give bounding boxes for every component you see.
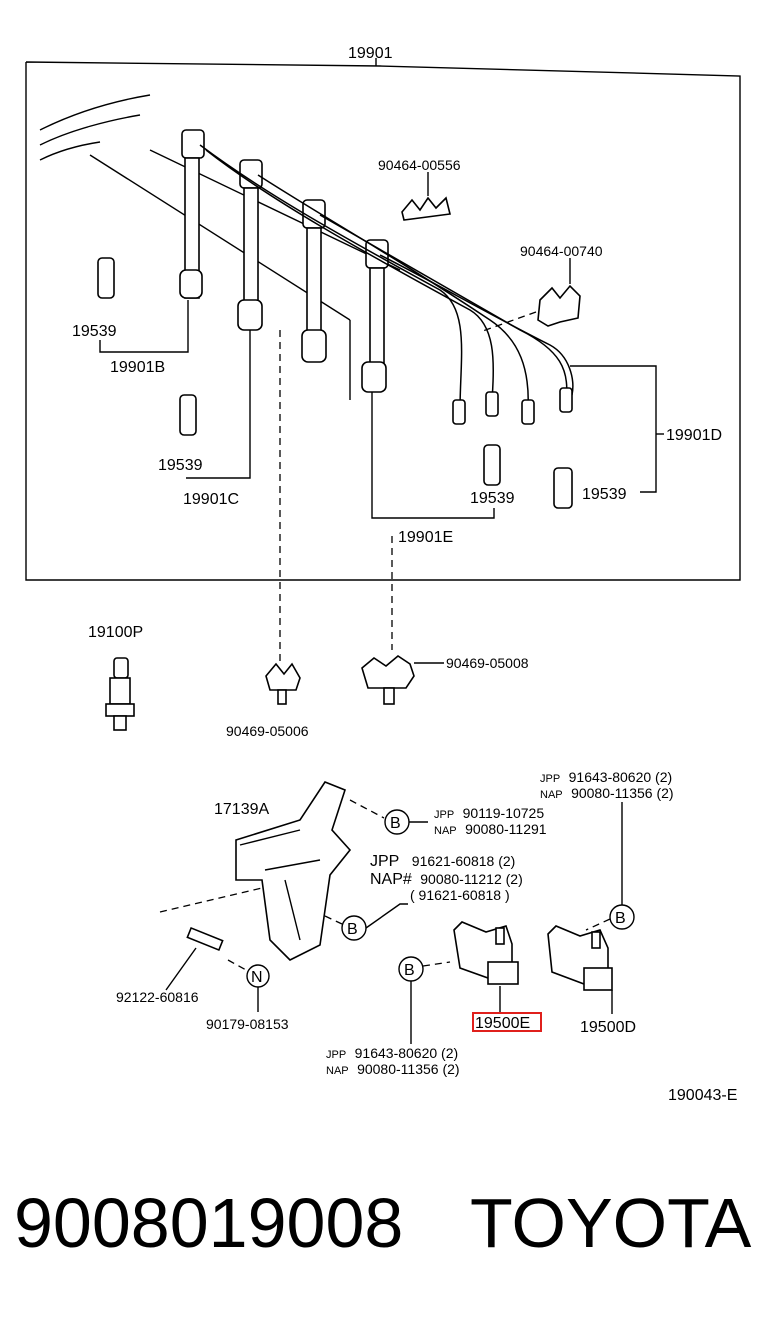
note-bottom-line-1: JPP 91643-80620 (2) xyxy=(326,1045,458,1062)
ignition-coil-bracket xyxy=(235,781,352,961)
highlight-19500e xyxy=(472,1012,542,1032)
plug-cord-wires xyxy=(199,144,574,411)
note-bottom-line-2: NAP 90080-11356 (2) xyxy=(326,1061,460,1078)
label-19539-b: 19539 xyxy=(158,457,203,474)
note-bracket-nut-line-1: JPP 91621-60818 (2) xyxy=(370,853,515,870)
footer-part-number: 9008019008 xyxy=(14,1184,404,1262)
label-19100p: 19100P xyxy=(88,624,143,641)
cord-end-terminals xyxy=(452,387,573,425)
callout-b-3-letter: B xyxy=(404,962,415,979)
label-19500e: 19500E xyxy=(475,1015,530,1032)
label-90469-05008: 90469-05008 xyxy=(446,655,529,671)
label-90464-00740: 90464-00740 xyxy=(520,243,603,259)
label-90179-08153: 90179-08153 xyxy=(206,1016,289,1032)
label-19901d: 19901D xyxy=(666,427,722,444)
label-17139a: 17139A xyxy=(214,801,269,818)
label-90464-00556: 90464-00556 xyxy=(378,157,461,173)
ignition-coil-19500e xyxy=(453,921,519,985)
footer-brand: TOYOTA xyxy=(470,1184,752,1262)
callout-b-2-letter: B xyxy=(347,921,358,938)
label-19539-c: 19539 xyxy=(470,490,515,507)
terminal-19539-a xyxy=(97,257,115,299)
callout-b-1-letter: B xyxy=(390,815,401,832)
callout-n-letter: N xyxy=(251,969,263,986)
label-90469-05006: 90469-05006 xyxy=(226,723,309,739)
label-19901e: 19901E xyxy=(398,529,453,546)
label-19500d: 19500D xyxy=(580,1019,636,1036)
figure-reference: 190043-E xyxy=(668,1087,737,1104)
terminal-19539-d xyxy=(553,467,573,509)
label-19901: 19901 xyxy=(348,45,393,62)
callout-b-4-letter: B xyxy=(615,910,626,927)
ignition-cord-set-frame xyxy=(25,58,741,581)
plug-cord-boots xyxy=(179,129,389,393)
note-top-right-line-2: NAP 90080-11356 (2) xyxy=(540,785,674,802)
note-bracket-nut-line-2: NAP# 90080-11212 (2) xyxy=(370,871,523,888)
cord-clamp-00556 xyxy=(401,196,451,221)
terminal-19539-b xyxy=(179,394,197,436)
engine-head-outline xyxy=(39,94,401,400)
label-19901b: 19901B xyxy=(110,359,165,376)
spark-plug-19100p xyxy=(105,657,135,731)
label-19539-a: 19539 xyxy=(72,323,117,340)
cord-clamp-00740 xyxy=(537,284,581,327)
note-bracket-bolt-line-2: NAP 90080-11291 xyxy=(434,821,547,838)
stud-bolt-92122 xyxy=(186,926,224,952)
note-bracket-bolt-line-1: JPP 90119-10725 xyxy=(434,805,544,822)
cord-clamp-05006 xyxy=(265,662,301,705)
note-bracket-nut-line-3: ( 91621-60818 ) xyxy=(410,887,510,903)
cord-clamp-05008 xyxy=(361,655,415,705)
label-19539-d: 19539 xyxy=(582,486,627,503)
note-top-right-line-1: JPP 91643-80620 (2) xyxy=(540,769,672,786)
label-92122-60816: 92122-60816 xyxy=(116,989,199,1005)
terminal-19539-c xyxy=(483,444,501,486)
label-19901c: 19901C xyxy=(183,491,239,508)
ignition-coil-19500d xyxy=(547,925,613,991)
